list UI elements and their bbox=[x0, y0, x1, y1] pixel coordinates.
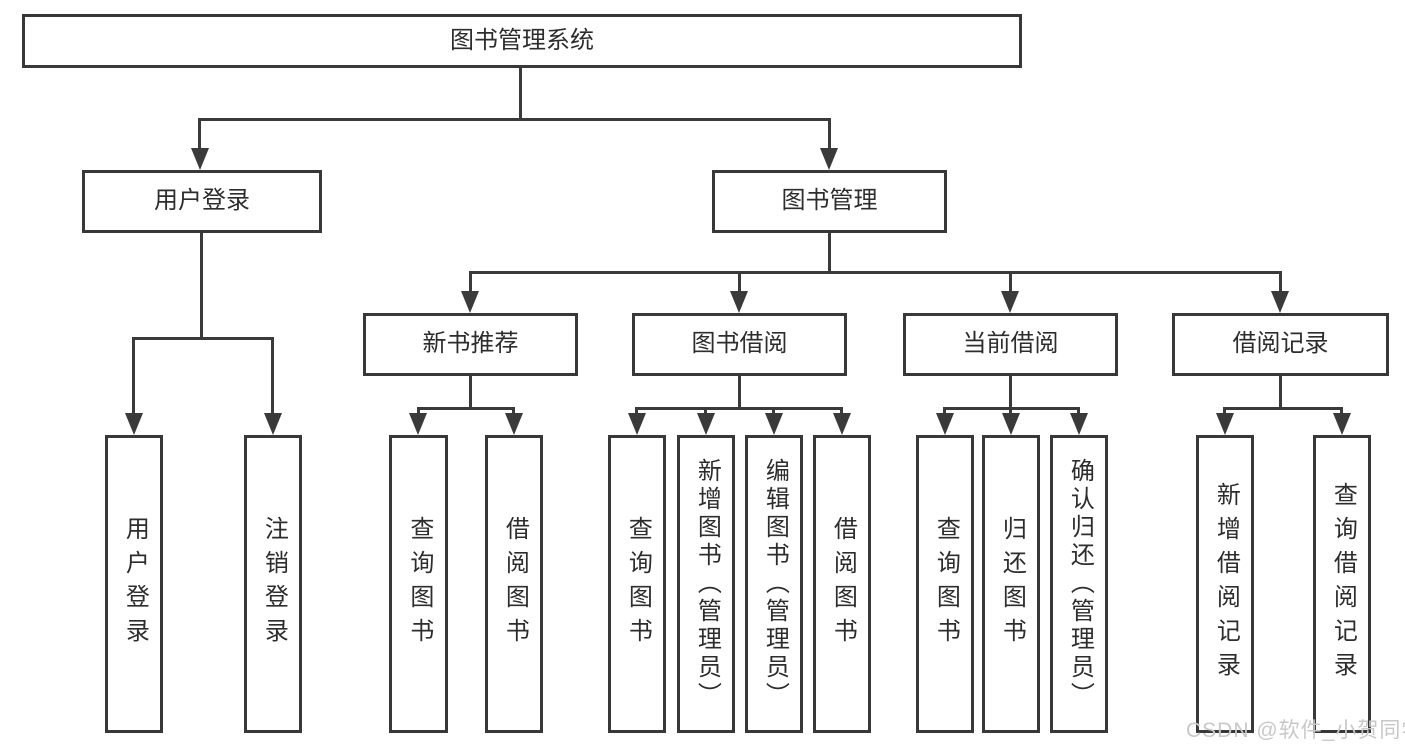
leaf-user-login-label: 用户登录 bbox=[121, 516, 149, 652]
leaf-return-book-label: 归还图书 bbox=[998, 516, 1026, 652]
leaf-return-book: 归还图书 bbox=[982, 435, 1040, 733]
leaf-confirm-return-admin: 确认归还（管理员） bbox=[1050, 435, 1108, 733]
leaf-add-book-admin: 新增图书（管理员） bbox=[677, 435, 735, 733]
leaf-borrow-book-2-label: 借阅图书 bbox=[829, 516, 857, 652]
leaf-add-book-admin-label: 新增图书（管理员） bbox=[693, 458, 721, 710]
leaf-logout: 注销登录 bbox=[244, 435, 302, 733]
leaf-borrow-book-2: 借阅图书 bbox=[813, 435, 871, 733]
arrowhead-down-icon bbox=[820, 148, 838, 170]
node-book-management: 图书管理 bbox=[712, 170, 947, 233]
leaf-user-login: 用户登录 bbox=[105, 435, 163, 733]
leaf-confirm-return-admin-label: 确认归还（管理员） bbox=[1066, 458, 1094, 710]
leaf-borrow-book-1-label: 借阅图书 bbox=[501, 516, 529, 652]
leaf-query-borrow-record: 查询借阅记录 bbox=[1313, 435, 1371, 733]
arrowhead-down-icon bbox=[1001, 291, 1019, 313]
leaf-query-book-2: 查询图书 bbox=[608, 435, 666, 733]
node-user-login: 用户登录 bbox=[82, 170, 322, 233]
leaf-query-book-1: 查询图书 bbox=[389, 435, 448, 733]
leaf-query-book-1-label: 查询图书 bbox=[405, 516, 433, 652]
arrowhead-down-icon bbox=[461, 291, 479, 313]
leaf-query-book-2-label: 查询图书 bbox=[624, 516, 652, 652]
arrowhead-down-icon bbox=[697, 413, 715, 435]
leaf-query-book-3: 查询图书 bbox=[916, 435, 974, 733]
arrowhead-down-icon bbox=[1002, 413, 1020, 435]
arrowhead-down-icon bbox=[936, 413, 954, 435]
arrowhead-down-icon bbox=[730, 291, 748, 313]
arrowhead-down-icon bbox=[264, 413, 282, 435]
arrowhead-down-icon bbox=[628, 413, 646, 435]
leaf-add-borrow-record: 新增借阅记录 bbox=[1196, 435, 1254, 733]
arrowhead-down-icon bbox=[409, 413, 427, 435]
arrowhead-down-icon bbox=[1333, 413, 1351, 435]
leaf-edit-book-admin: 编辑图书（管理员） bbox=[745, 435, 803, 733]
arrowhead-down-icon bbox=[1216, 413, 1234, 435]
node-borrow-record: 借阅记录 bbox=[1172, 313, 1389, 376]
arrowhead-down-icon bbox=[125, 413, 143, 435]
arrowhead-down-icon bbox=[1070, 413, 1088, 435]
csdn-watermark: CSDN @软件_小贺同学 bbox=[1186, 719, 1405, 742]
arrowhead-down-icon bbox=[833, 413, 851, 435]
leaf-query-borrow-record-label: 查询借阅记录 bbox=[1329, 482, 1357, 686]
leaf-edit-book-admin-label: 编辑图书（管理员） bbox=[761, 458, 789, 710]
arrowhead-down-icon bbox=[765, 413, 783, 435]
arrowhead-down-icon bbox=[191, 148, 209, 170]
leaf-borrow-book-1: 借阅图书 bbox=[485, 435, 543, 733]
node-book-borrow: 图书借阅 bbox=[632, 313, 847, 376]
node-new-book-recommend: 新书推荐 bbox=[363, 313, 578, 376]
leaf-query-book-3-label: 查询图书 bbox=[932, 516, 960, 652]
arrowhead-down-icon bbox=[505, 413, 523, 435]
arrowhead-down-icon bbox=[1271, 291, 1289, 313]
node-root: 图书管理系统 bbox=[22, 14, 1022, 68]
node-current-borrow: 当前借阅 bbox=[903, 313, 1118, 376]
leaf-add-borrow-record-label: 新增借阅记录 bbox=[1212, 482, 1240, 686]
leaf-logout-label: 注销登录 bbox=[260, 516, 288, 652]
